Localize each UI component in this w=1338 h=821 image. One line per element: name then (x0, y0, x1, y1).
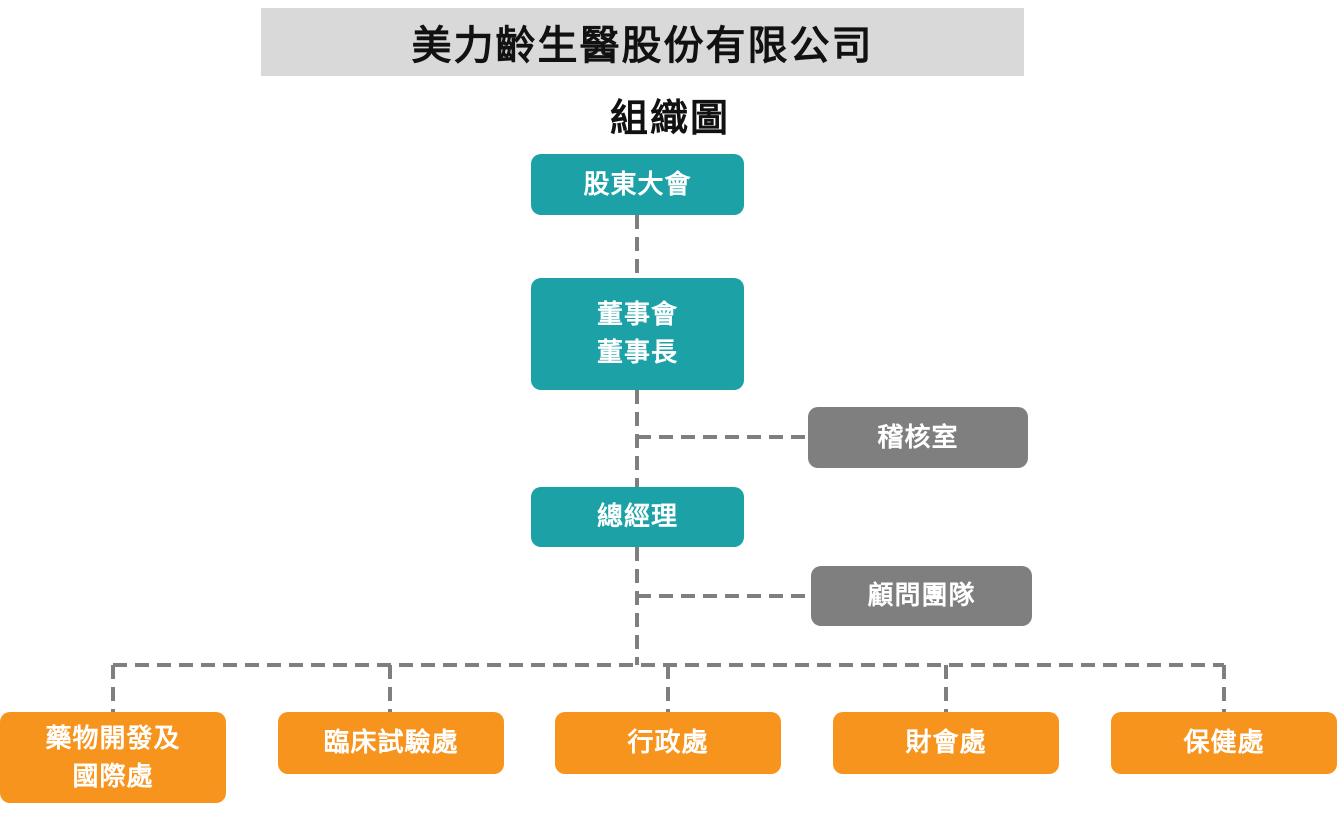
node-board-label: 董事會 (596, 300, 678, 330)
node-finance: 財會處 (833, 712, 1059, 774)
node-clinical-label: 臨床試驗處 (323, 728, 459, 758)
node-shareholders-label: 股東大會 (583, 169, 692, 200)
node-audit-office: 稽核室 (808, 407, 1028, 468)
node-audit-label: 稽核室 (877, 422, 959, 453)
node-clinical-trials: 臨床試驗處 (278, 712, 504, 774)
node-health: 保健處 (1111, 712, 1337, 774)
node-administration: 行政處 (555, 712, 781, 774)
node-advisory-team: 顧問團隊 (811, 566, 1032, 626)
node-finance-label: 財會處 (905, 728, 987, 758)
node-gm-label: 總經理 (596, 502, 678, 532)
node-admin-label: 行政處 (627, 728, 709, 758)
node-drug-dev-label-1: 藥物開發及 (45, 723, 181, 754)
node-drug-dev-label-2: 國際處 (72, 761, 154, 792)
node-general-manager: 總經理 (531, 487, 744, 547)
node-chairman-label: 董事長 (596, 338, 678, 368)
company-name: 美力齡生醫股份有限公司 (411, 23, 874, 69)
node-health-label: 保健處 (1183, 728, 1265, 758)
node-advisory-label: 顧問團隊 (867, 581, 976, 611)
node-drug-development: 藥物開發及 國際處 (0, 712, 226, 803)
chart-title: 組織圖 (609, 95, 730, 140)
company-title-bar: 美力齡生醫股份有限公司 (261, 8, 1024, 76)
node-board: 董事會 董事長 (531, 278, 744, 390)
node-shareholders-meeting: 股東大會 (531, 154, 744, 215)
